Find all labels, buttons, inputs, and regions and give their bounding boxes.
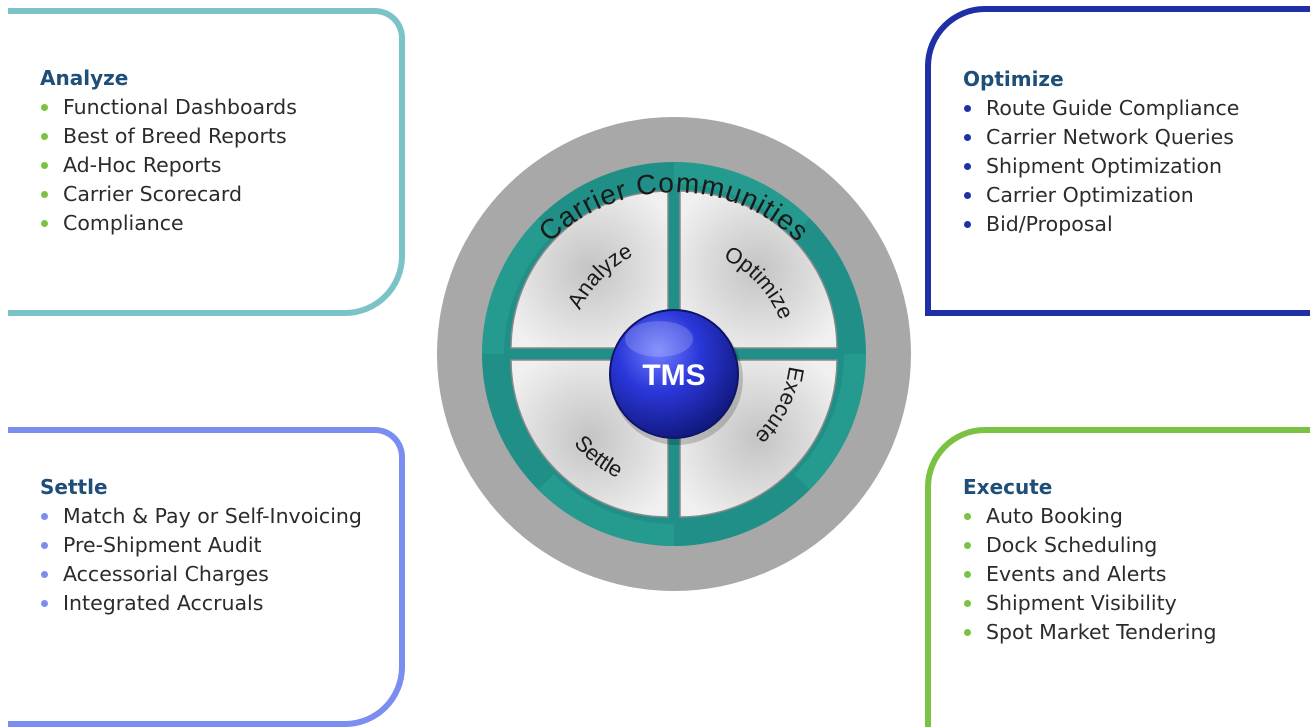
tms-hub-label: TMS xyxy=(642,359,705,392)
list-item-text: Shipment Visibility xyxy=(986,591,1177,615)
list-item-text: Best of Breed Reports xyxy=(63,124,287,148)
list-item: Functional Dashboards xyxy=(40,93,297,122)
list-item: Pre-Shipment Audit xyxy=(40,531,363,560)
list-item-text: Events and Alerts xyxy=(986,562,1167,586)
list-item-text: Route Guide Compliance xyxy=(986,96,1240,120)
bullet-icon xyxy=(964,192,971,199)
bullet-icon xyxy=(41,220,48,227)
bullet-icon xyxy=(964,629,971,636)
list-item: Ad-Hoc Reports xyxy=(40,151,297,180)
list-item: Best of Breed Reports xyxy=(40,122,297,151)
list-item-text: Bid/Proposal xyxy=(986,212,1113,236)
analyze-list: Functional Dashboards Best of Breed Repo… xyxy=(40,93,297,238)
tms-hub xyxy=(609,309,739,439)
list-item-text: Shipment Optimization xyxy=(986,154,1222,178)
bullet-icon xyxy=(41,542,48,549)
optimize-panel: Optimize Route Guide Compliance Carrier … xyxy=(925,6,1310,316)
list-item-text: Accessorial Charges xyxy=(63,562,269,586)
execute-panel: Execute Auto Booking Dock Scheduling Eve… xyxy=(925,427,1310,727)
list-item-text: Auto Booking xyxy=(986,504,1123,528)
list-item-text: Ad-Hoc Reports xyxy=(63,153,222,177)
list-item-text: Carrier Scorecard xyxy=(63,182,242,206)
list-item: Events and Alerts xyxy=(963,560,1217,589)
list-item: Route Guide Compliance xyxy=(963,94,1239,123)
list-item: Match & Pay or Self-Invoicing xyxy=(40,502,363,531)
list-item: Accessorial Charges xyxy=(40,560,363,589)
teal-ring-segment xyxy=(794,353,866,490)
bullet-icon xyxy=(964,134,971,141)
list-item-text: Integrated Accruals xyxy=(63,591,264,615)
bullet-icon xyxy=(41,191,48,198)
quadrant-optimize xyxy=(679,190,838,349)
list-item-text: Carrier Network Queries xyxy=(986,125,1234,149)
bullet-icon xyxy=(964,105,971,112)
optimize-list: Route Guide Compliance Carrier Network Q… xyxy=(963,94,1239,239)
teal-ring-segment xyxy=(538,474,675,546)
list-item: Shipment Optimization xyxy=(963,152,1239,181)
settle-list: Match & Pay or Self-Invoicing Pre-Shipme… xyxy=(40,502,363,618)
list-item: Carrier Optimization xyxy=(963,181,1239,210)
bullet-icon xyxy=(41,513,48,520)
list-item: Carrier Network Queries xyxy=(963,123,1239,152)
analyze-title: Analyze xyxy=(40,66,129,90)
bullet-icon xyxy=(41,133,48,140)
bullet-icon xyxy=(41,600,48,607)
bullet-icon xyxy=(964,600,971,607)
bullet-icon xyxy=(964,221,971,228)
execute-list: Auto Booking Dock Scheduling Events and … xyxy=(963,502,1217,647)
teal-ring-segments xyxy=(482,162,866,546)
analyze-panel: Analyze Functional Dashboards Best of Br… xyxy=(8,8,405,316)
list-item-text: Match & Pay or Self-Invoicing xyxy=(63,504,362,528)
list-item: Compliance xyxy=(40,209,297,238)
list-item-text: Dock Scheduling xyxy=(986,533,1158,557)
list-item-text: Carrier Optimization xyxy=(986,183,1194,207)
list-item: Dock Scheduling xyxy=(963,531,1217,560)
list-item-text: Functional Dashboards xyxy=(63,95,297,119)
bullet-icon xyxy=(964,542,971,549)
tms-wheel-diagram: Carrier Communities Analyze Optimize Exe… xyxy=(437,117,911,591)
list-item: Carrier Scorecard xyxy=(40,180,297,209)
hub-highlight xyxy=(625,321,693,357)
teal-ring-segment xyxy=(482,218,554,355)
list-item: Spot Market Tendering xyxy=(963,618,1217,647)
list-item-text: Compliance xyxy=(63,211,184,235)
settle-panel: Settle Match & Pay or Self-Invoicing Pre… xyxy=(8,427,405,727)
list-item: Auto Booking xyxy=(963,502,1217,531)
optimize-title: Optimize xyxy=(963,67,1064,91)
quadrant-analyze xyxy=(510,190,669,349)
list-item-text: Spot Market Tendering xyxy=(986,620,1217,644)
list-item: Bid/Proposal xyxy=(963,210,1239,239)
teal-ring-segment xyxy=(673,162,810,234)
execute-title: Execute xyxy=(963,475,1053,499)
list-item-text: Pre-Shipment Audit xyxy=(63,533,262,557)
settle-title: Settle xyxy=(40,475,108,499)
bullet-icon xyxy=(964,571,971,578)
bullet-icon xyxy=(964,513,971,520)
bullet-icon xyxy=(41,162,48,169)
list-item: Integrated Accruals xyxy=(40,589,363,618)
bullet-icon xyxy=(964,163,971,170)
bullet-icon xyxy=(41,104,48,111)
list-item: Shipment Visibility xyxy=(963,589,1217,618)
bullet-icon xyxy=(41,571,48,578)
